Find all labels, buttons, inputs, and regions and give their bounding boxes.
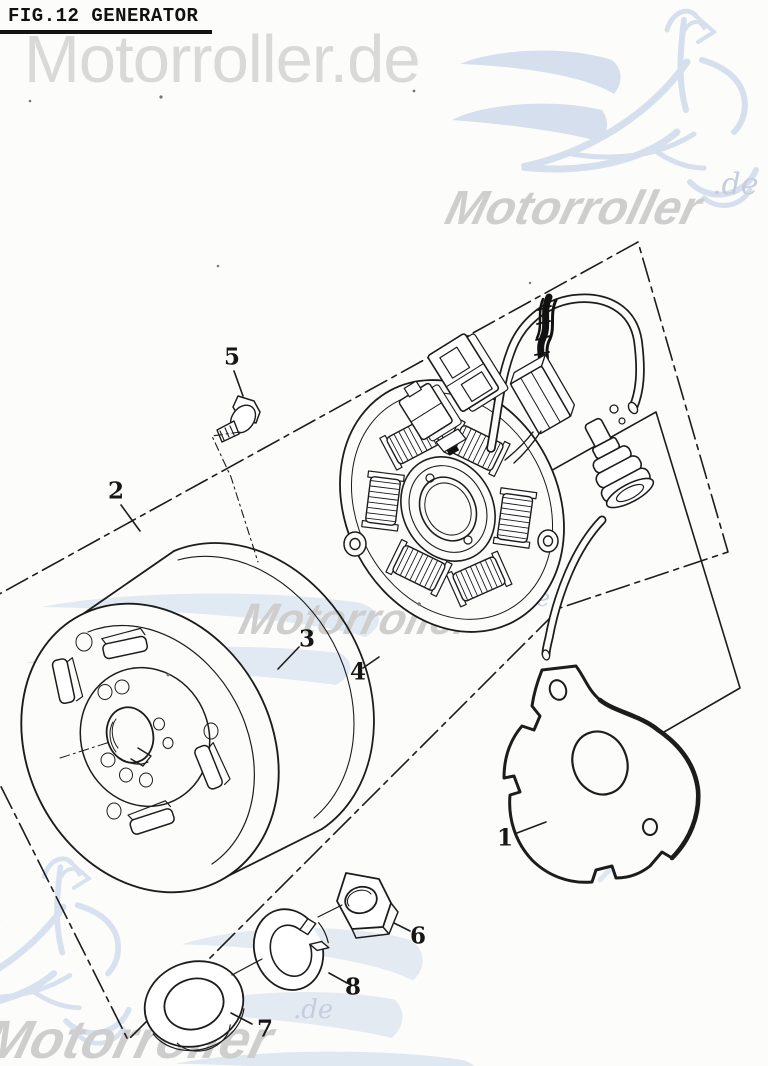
stator-drawing [339, 379, 565, 633]
scooter-logo-top-right [452, 11, 756, 205]
inner-reference-box [471, 411, 741, 733]
part-label-5: 5 [223, 343, 241, 371]
part-label-7: 7 [256, 1015, 274, 1043]
part-label-8: 8 [344, 973, 362, 1001]
title-underline [0, 30, 212, 34]
bolt-drawing [211, 395, 261, 563]
part-label-2: 2 [107, 477, 125, 505]
spring-washer-drawing [252, 908, 330, 991]
figure-title: FIG.12 GENERATOR [8, 5, 199, 27]
watermark-de-top-right: .de [712, 167, 759, 202]
assembly-phantom-box [0, 241, 729, 1041]
nut-drawing [336, 872, 399, 939]
part-label-6: 6 [409, 922, 427, 950]
watermark-brand-top-right: Motorroller [440, 182, 710, 235]
watermark-de-bottom: .de [293, 995, 333, 1025]
scan-specks [28, 89, 532, 677]
part-label-1: 1 [496, 824, 514, 852]
part-label-3: 3 [298, 625, 316, 653]
flywheel-rotor-drawing [20, 542, 375, 894]
washer-drawing [143, 960, 245, 1052]
gasket-drawing [502, 664, 701, 884]
watermark-top-text: Motorroller.de [24, 22, 420, 97]
leader-lines [120, 370, 547, 1025]
wiring-harness-drawing [398, 293, 655, 661]
part-label-4: 4 [349, 658, 367, 686]
